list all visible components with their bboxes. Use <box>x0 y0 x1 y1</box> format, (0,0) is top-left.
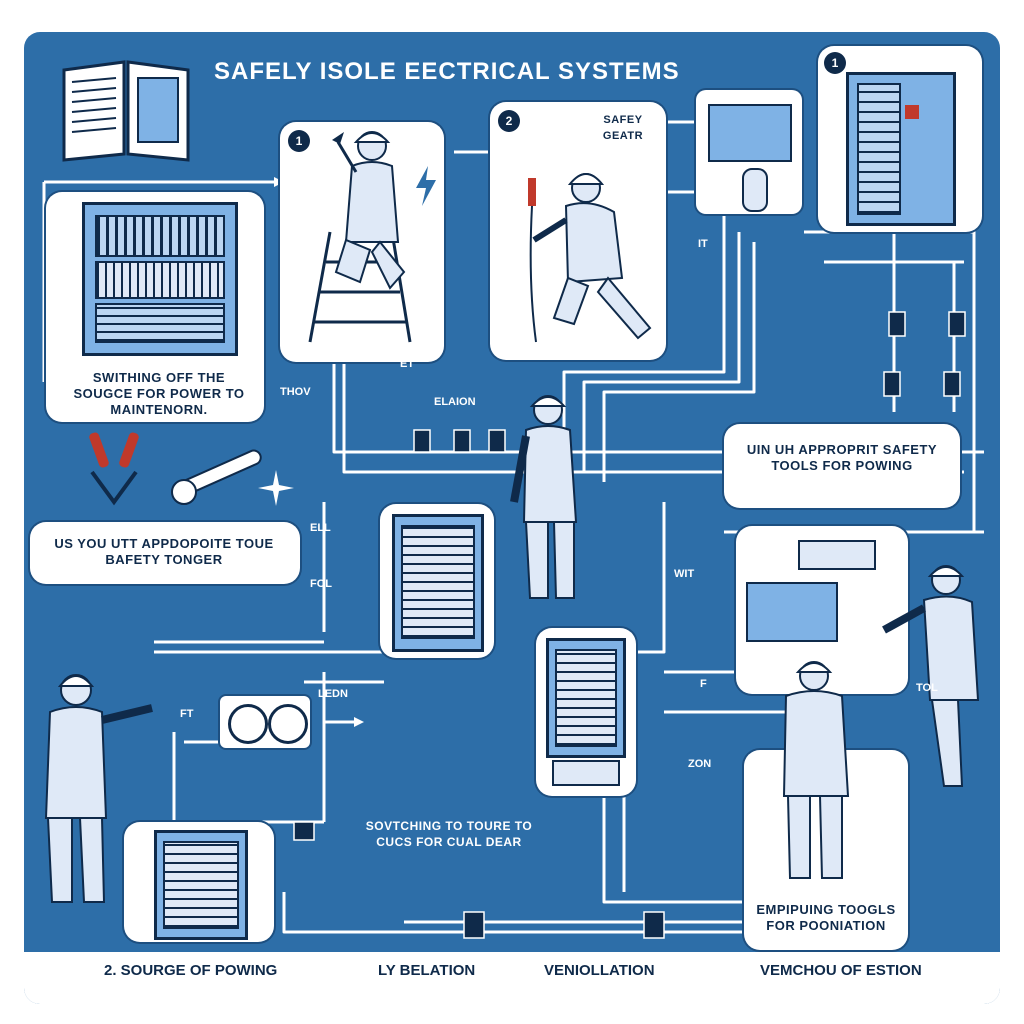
worker-on-ladder <box>308 131 412 343</box>
label-zon: ZON <box>688 758 712 770</box>
employing-tools-caption: EMPIPUING TOOGLS FOR POONIATION <box>756 902 896 933</box>
standing-worker-center <box>510 395 578 599</box>
fuse-icon <box>552 760 620 786</box>
label-wit: WIT <box>674 568 695 580</box>
label-ledn: LEDN <box>318 688 348 700</box>
label-it: IT <box>698 238 708 250</box>
step-number-2: 2 <box>498 110 520 132</box>
control-box <box>746 582 838 642</box>
bottom-label-ventilation: VENIOLLATION <box>544 962 655 979</box>
panel-cabinet-top: 1 <box>818 46 982 232</box>
label-ft: FT <box>180 708 194 720</box>
meter-panel-top <box>696 90 802 214</box>
panel-use-tools: US YOU UTT APPDOPOITE TOUE BAFETY TONGER <box>30 522 300 584</box>
meter-display <box>798 540 876 570</box>
meter-icon <box>708 104 792 162</box>
label-elation: ELAION <box>434 396 476 408</box>
use-tools-caption: US YOU UTT APPDOPOITE TOUE BAFETY TONGER <box>54 536 274 567</box>
wrench-icon <box>164 436 274 508</box>
kneeling-worker <box>528 173 652 343</box>
appropriate-tools-caption: UIN UH APPROPRIT SAFETY TOOLS FOR POWING <box>746 442 938 473</box>
meter-box-left <box>220 696 310 748</box>
label-istton: ISTTON <box>724 486 765 498</box>
switch-off-caption: SWITHING OFF THE SOUGCE FOR POWER TO MAI… <box>73 370 245 417</box>
wiring-network <box>42 117 984 939</box>
distribution-board <box>392 514 484 652</box>
bottom-label-strip <box>24 952 1000 1004</box>
bottom-label-isolation: LY BELATION <box>378 962 476 979</box>
worker-bottom-right <box>782 661 850 879</box>
manual-book-icon <box>58 56 194 162</box>
lightning-icon <box>416 166 436 206</box>
label-tol: TOL <box>916 682 938 694</box>
worker-bottom-left <box>44 674 153 903</box>
label-et: ET <box>400 358 415 370</box>
switching-tools-caption: SOVTCHING TO TOURE TO CUCS FOR CUAL DEAR <box>365 819 533 849</box>
panel-bottom-cabinet <box>124 822 274 942</box>
worker-right-reaching <box>882 565 980 787</box>
spark-icon <box>258 470 294 506</box>
bottom-label-source: 2. SOURGE OF POWING <box>104 962 278 979</box>
pliers-icon <box>64 432 154 512</box>
label-f: F <box>700 678 707 690</box>
panel-lower-cabinet <box>536 628 636 796</box>
panel-safety-gear: 2 SAFEY GEATR <box>490 102 666 360</box>
control-cabinet <box>82 202 238 356</box>
panel-worker-ladder: 1 <box>280 122 444 362</box>
page-title: SAFELY ISOLE EECTRICAL SYSTEMS <box>214 58 680 85</box>
safety-gear-caption: SAFEY GEATR <box>602 114 644 142</box>
bottom-cabinet <box>154 830 248 940</box>
label-ell: ELL <box>310 522 331 534</box>
label-thov: THOV <box>280 386 311 398</box>
electrical-cabinet <box>846 72 956 226</box>
step-number-3: 1 <box>824 52 846 74</box>
breaker-cabinet <box>546 638 626 758</box>
panel-center-cabinet <box>380 504 494 658</box>
diagram-board: SAFELY ISOLE EECTRICAL SYSTEMS SWITHING … <box>24 32 1000 1004</box>
plug-icon <box>742 168 768 212</box>
panel-switch-off: SWITHING OFF THE SOUGCE FOR POWER TO MAI… <box>46 192 264 422</box>
step-number-1: 1 <box>288 130 310 152</box>
bottom-label-testing: VEMCHOU OF ESTION <box>760 962 922 979</box>
label-fol: FOL <box>310 578 332 590</box>
panel-appropriate-tools: UIN UH APPROPRIT SAFETY TOOLS FOR POWING <box>724 424 960 508</box>
